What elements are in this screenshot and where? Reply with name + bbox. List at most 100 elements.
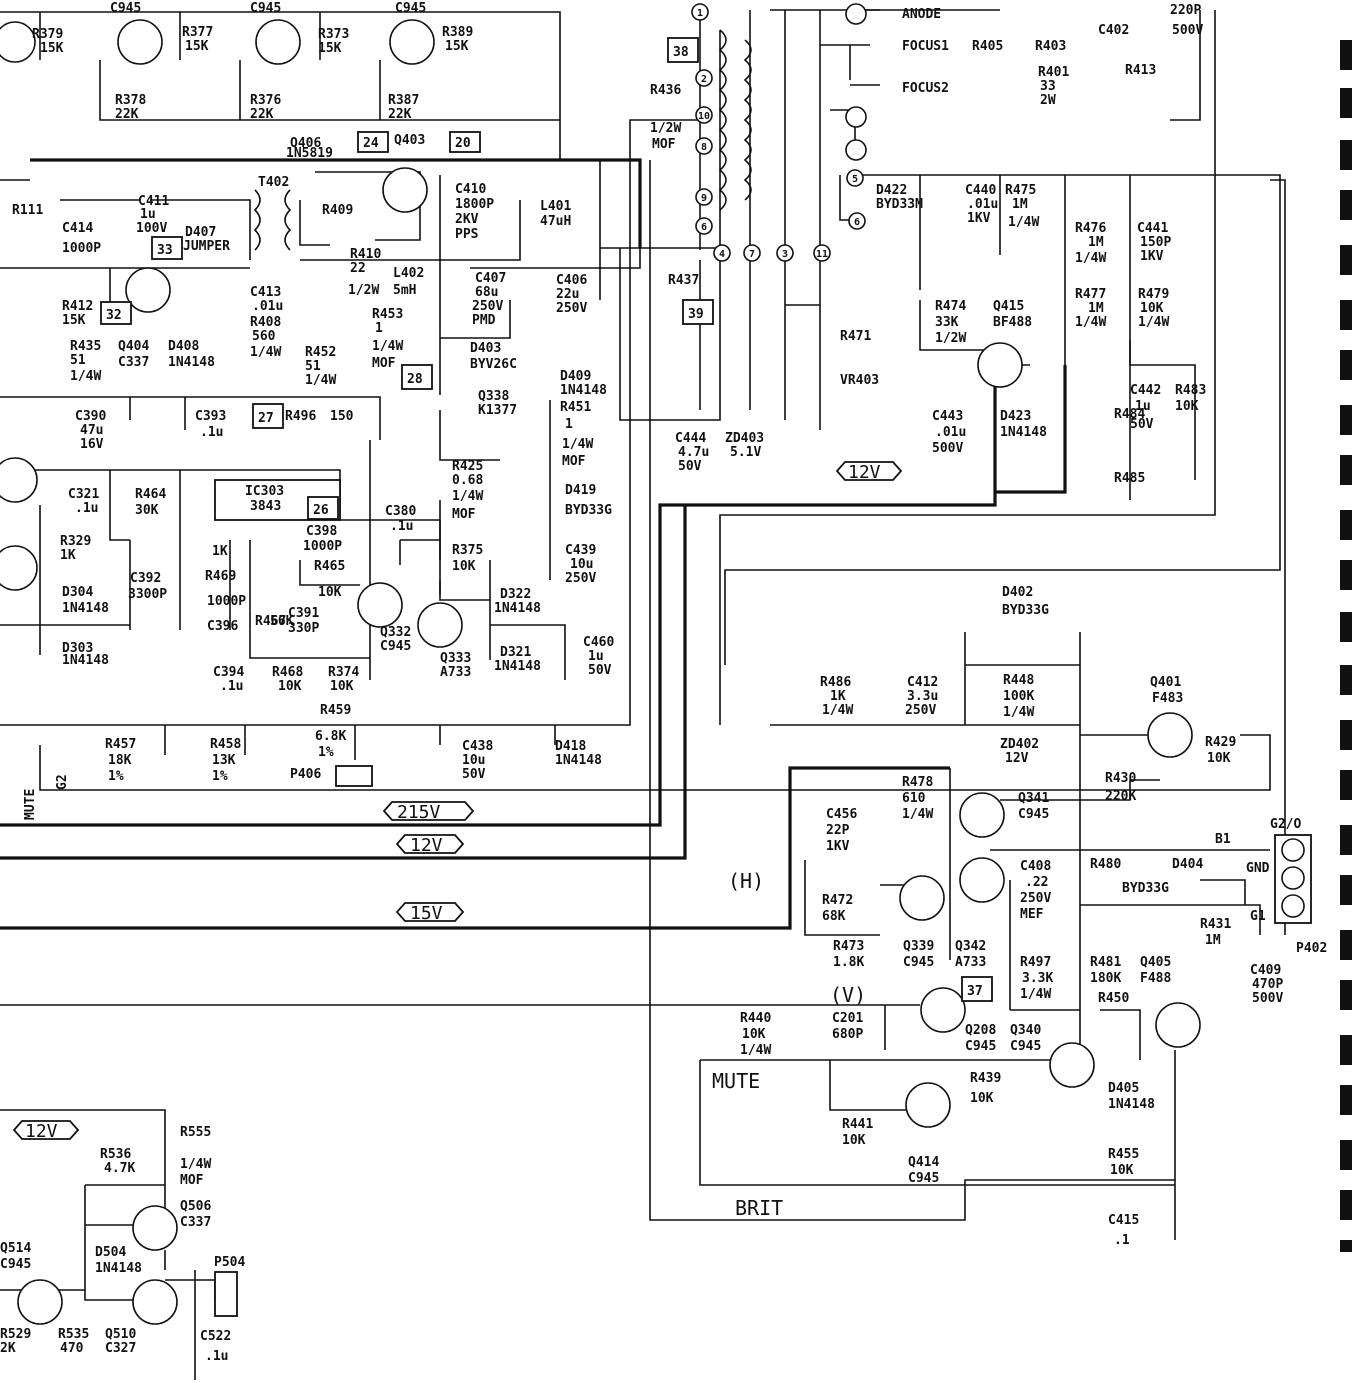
component-label-d423: D423: [1000, 409, 1031, 424]
component-label-d418v: 1N4148: [555, 753, 602, 768]
component-label-d407: D407: [185, 225, 216, 240]
component-label-c407v: 68u: [475, 285, 498, 300]
flyback-pin-circle: [695, 69, 713, 87]
component-label-r452: R452: [305, 345, 336, 360]
component-label-r408v: 560: [252, 329, 276, 344]
component-label-c410v: 1800P: [455, 197, 494, 212]
component-label-c408v: .22: [1025, 875, 1048, 890]
component-label-r555: R555: [180, 1125, 211, 1140]
component-label-r425w: 1/4W: [452, 489, 483, 504]
component-label-c443: C443: [932, 409, 963, 424]
component-label-r387: R387: [388, 93, 419, 108]
component-label-c409k: 500V: [1252, 991, 1283, 1006]
component-label-c440: C440: [965, 183, 996, 198]
component-label-q342: Q342: [955, 939, 986, 954]
component-label-l401: L401: [540, 199, 571, 214]
component-label-d408v: 1N4148: [168, 355, 215, 370]
component-label-r529v: 2K: [0, 1341, 16, 1356]
component-label-r425: R425: [452, 459, 483, 474]
component-label-r437: R437: [668, 273, 699, 288]
component-label-r401v: 33: [1040, 79, 1056, 94]
component-label-q338: Q338: [478, 389, 509, 404]
component-label-c410: C410: [455, 182, 486, 197]
flyback-pin-2: 10: [695, 106, 713, 124]
net-v: (V): [830, 983, 866, 1007]
component-label-q406: Q406: [290, 136, 321, 151]
component-label-r464v: 30K: [135, 503, 159, 518]
component-label-r457t: 1%: [108, 769, 124, 784]
component-label-c414v: 1000P: [62, 241, 101, 256]
component-label-d403v: BYV26C: [470, 357, 517, 372]
net-anode: ANODE: [902, 7, 941, 22]
component-label-c438k: 50V: [462, 767, 486, 782]
component-label-d422: D422: [876, 183, 907, 198]
ref-33: 33: [157, 243, 173, 258]
component-label-r448: R448: [1003, 673, 1034, 688]
flyback-pin-circle: [695, 106, 713, 124]
component-label-r375: R375: [452, 543, 483, 558]
component-label-q415: Q415: [993, 299, 1024, 314]
component-label-r478w: 1/4W: [902, 807, 933, 822]
component-label-q339: Q339: [903, 939, 934, 954]
component-label-c_top2: 500V: [1172, 23, 1203, 38]
flyback-pin-3: 8: [695, 137, 713, 155]
component-label-zd403: ZD403: [725, 431, 764, 446]
component-label-r430: R430: [1105, 771, 1136, 786]
component-label-c442k: 50V: [1130, 417, 1154, 432]
ref-20: 20: [455, 136, 471, 151]
component-label-q405v: F488: [1140, 971, 1171, 986]
component-label-c408k: 250V: [1020, 891, 1051, 906]
component-label-q510v: C327: [105, 1341, 136, 1356]
component-label-d402: D402: [1002, 585, 1033, 600]
component-label-d408: D408: [168, 339, 199, 354]
component-label-r479: R479: [1138, 287, 1169, 302]
component-label-r458: R458: [210, 737, 241, 752]
component-label-p402: P402: [1296, 941, 1327, 956]
flyback-pin-circle: [813, 244, 831, 262]
component-label-r475w: 1/4W: [1008, 215, 1039, 230]
component-label-r497: R497: [1020, 955, 1051, 970]
component-label-c460: C460: [583, 635, 614, 650]
component-label-r453w: 1/4W: [372, 339, 403, 354]
component-label-r401w: 2W: [1040, 93, 1056, 108]
component-label-r486: R486: [820, 675, 851, 690]
component-label-r373v: 15K: [318, 41, 342, 56]
ref-28: 28: [407, 372, 423, 387]
component-label-r435w: 1/4W: [70, 369, 101, 384]
component-label-c392v: 3300P: [128, 587, 167, 602]
component-label-r408: R408: [250, 315, 281, 330]
flyback-pin-circle: [776, 244, 794, 262]
component-label-q415v: BF488: [993, 315, 1032, 330]
net-g1: G1: [1250, 909, 1266, 924]
component-label-r468v: 10K: [278, 679, 302, 694]
component-label-c396: C396: [207, 619, 238, 634]
component-label-c201: C201: [832, 1011, 863, 1026]
flyback-pin-circle: [713, 244, 731, 262]
component-label-r474w: 1/2W: [935, 331, 966, 346]
component-label-c398v: 1000P: [303, 539, 342, 554]
component-label-r440v: 10K: [742, 1027, 766, 1042]
component-label-c410t: PPS: [455, 227, 479, 242]
component-label-r451v: 1: [565, 417, 573, 432]
component-label-c321: C321: [68, 487, 99, 502]
component-label-d504v: 1N4148: [95, 1261, 142, 1276]
component-label-r435: R435: [70, 339, 101, 354]
component-label-d404: D404: [1172, 857, 1203, 872]
component-label-r387v: 22K: [388, 107, 412, 122]
rail-12v-b: 12V: [848, 462, 881, 483]
component-label-d404v: BYD33G: [1122, 881, 1169, 896]
component-label-zd402v: 12V: [1005, 751, 1029, 766]
component-label-r389v: 15K: [445, 39, 469, 54]
component-label-p406: P406: [290, 767, 321, 782]
ref-37: 37: [967, 984, 983, 999]
component-label-d304v: 1N4148: [62, 601, 109, 616]
component-label-r389: R389: [442, 25, 473, 40]
component-label-c443v: .01u: [935, 425, 966, 440]
component-label-c415: C415: [1108, 1213, 1139, 1228]
component-label-r453v: 1: [375, 321, 383, 336]
component-label-r496: R496: [285, 409, 316, 424]
component-label-c398: C398: [306, 524, 337, 539]
component-label-l402: L402: [393, 266, 424, 281]
component-label-c391: C391: [288, 606, 319, 621]
component-label-r436v: 1/2W: [650, 121, 681, 136]
